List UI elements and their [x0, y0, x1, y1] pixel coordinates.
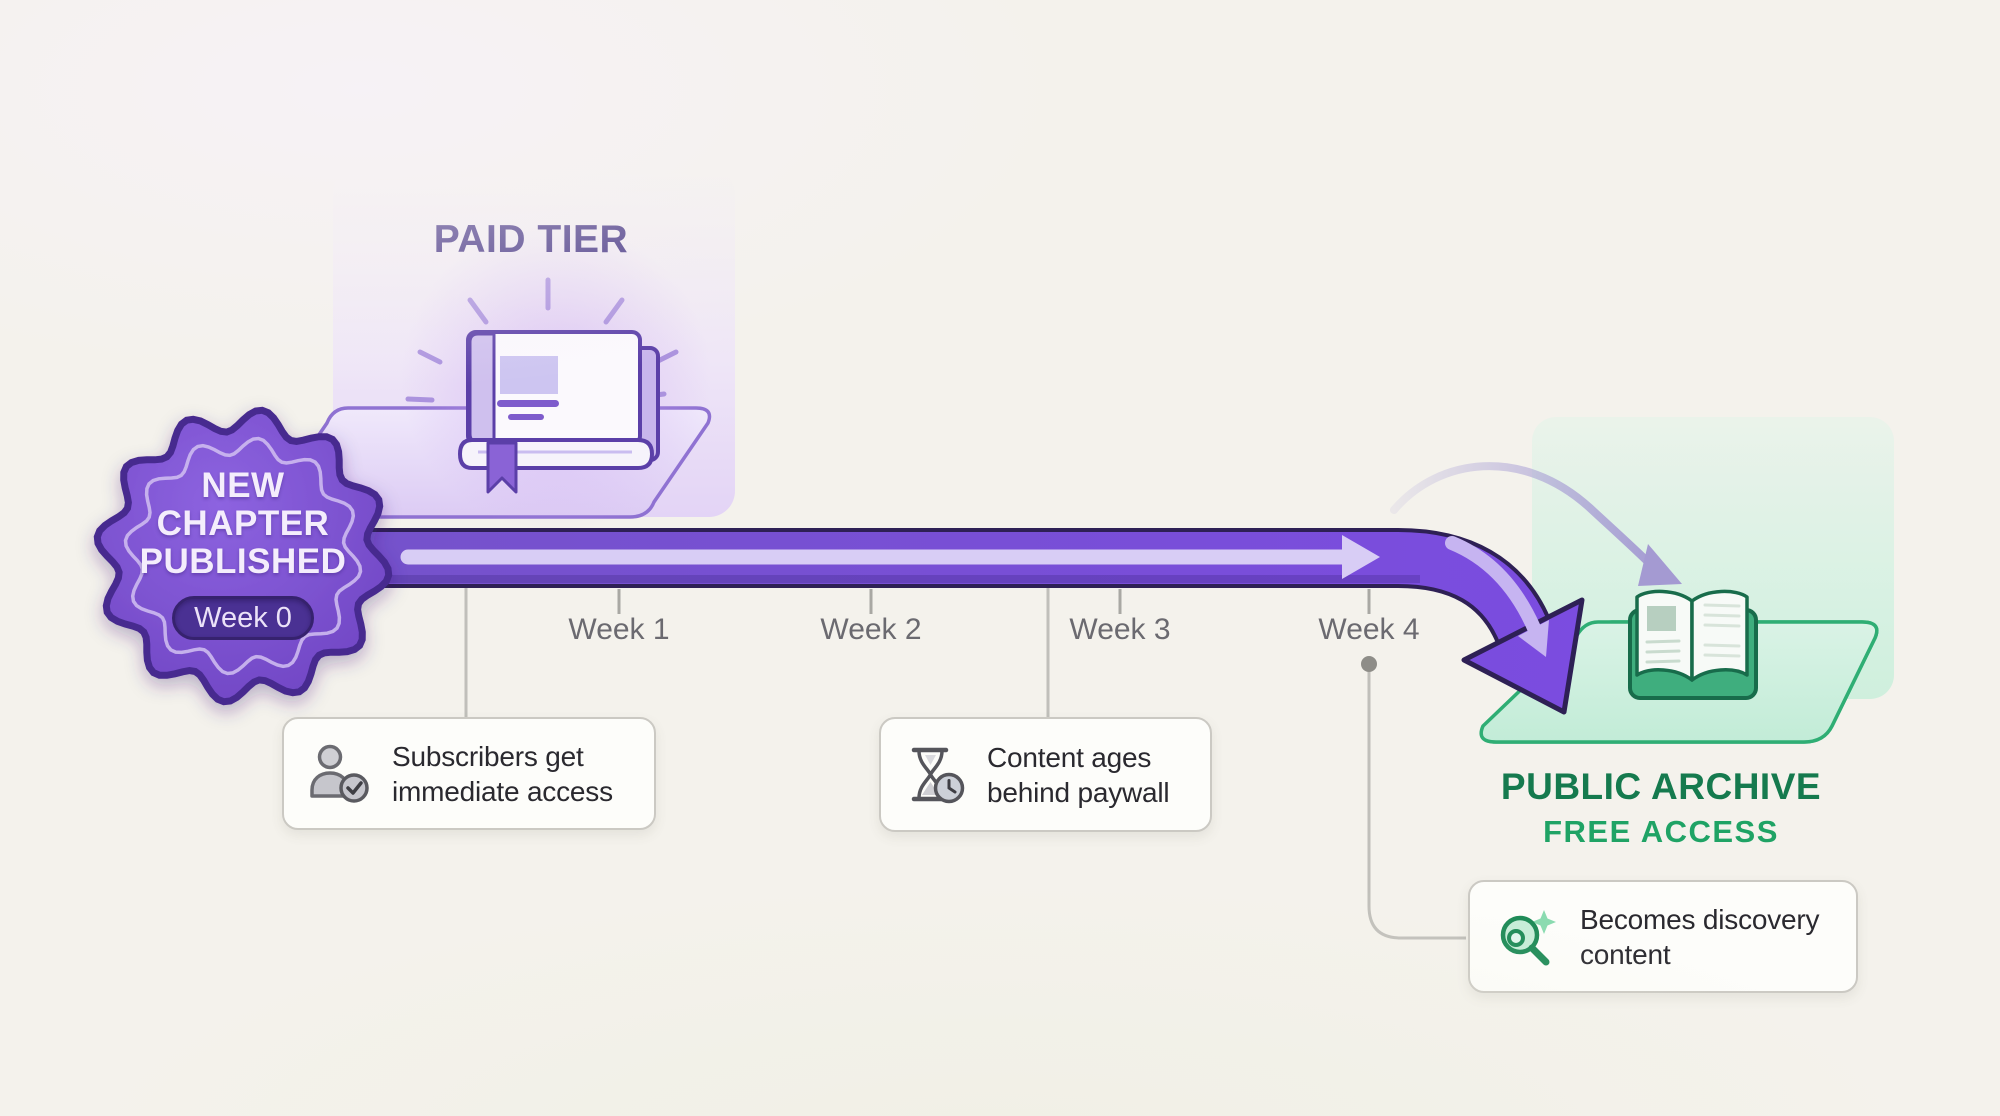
paid-tier-title: PAID TIER	[433, 218, 629, 261]
public-archive-title: PUBLIC ARCHIVE	[1500, 766, 1822, 807]
callout-line: Content ages	[987, 741, 1152, 773]
paid-tier-book-icon	[458, 330, 660, 494]
badge-line-1: NEW	[201, 466, 285, 505]
week-4-label: Week 4	[1318, 613, 1420, 646]
week4-dot	[1361, 656, 1377, 672]
badge-week-pill: Week 0	[172, 596, 314, 640]
subscribers-callout-card: Subscribers get immediate access	[282, 717, 656, 830]
callout-line: immediate access	[392, 775, 613, 807]
swoop-arrow	[1390, 462, 1682, 586]
discovery-callout-card: Becomes discovery content	[1468, 880, 1858, 993]
callout-line: Becomes discovery	[1580, 903, 1820, 935]
content-ages-callout-text: Content ages behind paywall	[987, 740, 1170, 810]
badge-line-3: PUBLISHED	[139, 542, 347, 581]
discovery-callout-text: Becomes discovery content	[1580, 902, 1820, 972]
week-3-label: Week 3	[1069, 613, 1171, 646]
public-archive-book-icon	[1628, 589, 1758, 700]
callout-line: behind paywall	[987, 776, 1170, 808]
discovery-magnifier-icon	[1500, 909, 1556, 965]
timeline-connectors	[464, 586, 1466, 940]
content-ages-callout-card: Content ages behind paywall	[879, 717, 1212, 832]
badge-inner-ring	[123, 436, 363, 676]
week-1-label: Week 1	[568, 613, 670, 646]
badge-seal-shape	[93, 406, 393, 706]
timeline-arrow	[366, 528, 1585, 715]
subscribers-callout-text: Subscribers get immediate access	[392, 739, 613, 809]
badge-text-block: NEW CHAPTER PUBLISHED Week 0	[103, 467, 383, 640]
callout-line: Subscribers get	[392, 740, 584, 772]
free-access-subtitle: FREE ACCESS	[1543, 814, 1779, 849]
subscribers-check-icon	[310, 744, 369, 803]
week-2-label: Week 2	[820, 613, 922, 646]
badge-line-2: CHAPTER	[156, 504, 330, 543]
hourglass-clock-icon	[911, 747, 965, 803]
callout-line: content	[1580, 938, 1671, 970]
timeline-arrowhead	[1461, 597, 1585, 715]
swoop-arrowhead	[1638, 544, 1682, 586]
